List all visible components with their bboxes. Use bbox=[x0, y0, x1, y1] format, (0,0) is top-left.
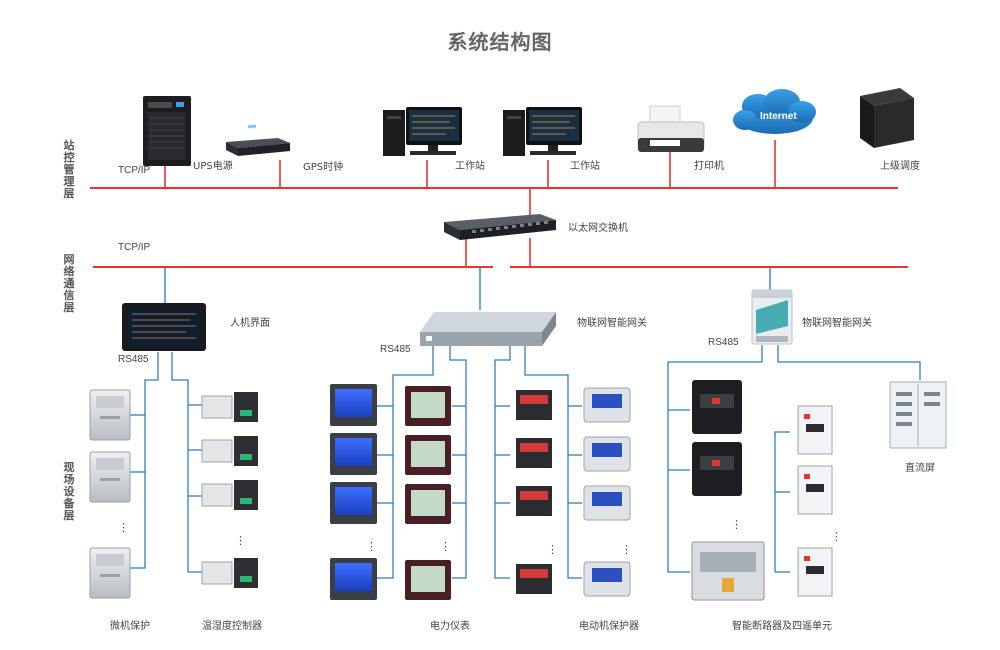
power-meters-dark bbox=[405, 386, 451, 600]
printer-icon bbox=[637, 105, 705, 152]
protocol-tcp-mid: TCP/IP bbox=[118, 242, 151, 253]
humidity-controllers bbox=[201, 392, 258, 588]
label-humidity-controller: 温湿度控制器 bbox=[202, 621, 262, 632]
motor-protectors-blue bbox=[583, 387, 631, 597]
ellipsis-breaker-air: ⋮ bbox=[731, 518, 742, 531]
ellipsis-motor-red: ⋮ bbox=[547, 543, 558, 556]
label-hmi: 人机界面 bbox=[230, 318, 270, 329]
label-breaker: 智能断路器及四遥单元 bbox=[732, 621, 832, 632]
protocol-tcp-top: TCP/IP bbox=[118, 165, 151, 176]
field-links bbox=[130, 343, 921, 579]
workstation-1-icon bbox=[383, 107, 462, 156]
label-gps: GPS时钟 bbox=[303, 162, 344, 173]
label-printer: 打印机 bbox=[694, 161, 724, 172]
layer-label-network: 网络通信层 bbox=[63, 253, 75, 314]
gateway-center-icon bbox=[420, 312, 556, 346]
ellipsis-breaker-molded: ⋮ bbox=[831, 530, 842, 543]
label-ups: UPS电源 bbox=[193, 161, 233, 172]
ethernet-switch-icon bbox=[444, 214, 556, 240]
ellipsis-meter-blue: ⋮ bbox=[366, 540, 377, 553]
label-internet: Internet bbox=[760, 111, 797, 122]
ellipsis-motor-blue: ⋮ bbox=[621, 543, 632, 556]
label-dc-screen: 直流屏 bbox=[905, 463, 935, 474]
dispatch-server-icon bbox=[860, 88, 914, 148]
dc-screen-cabinet-icon bbox=[889, 381, 947, 449]
gps-clock-icon bbox=[226, 124, 290, 156]
ups-server-icon bbox=[143, 96, 191, 166]
label-gateway-center: 物联网智能网关 bbox=[577, 318, 647, 329]
hmi-panel-icon bbox=[122, 303, 206, 351]
gateway-right-icon bbox=[751, 289, 793, 345]
layer-label-field: 现场设备层 bbox=[63, 461, 75, 522]
molded-breakers bbox=[797, 405, 833, 597]
label-dispatch: 上级调度 bbox=[880, 161, 920, 172]
ellipsis-meter-dark: ⋮ bbox=[440, 540, 451, 553]
protocol-rs485-center: RS485 bbox=[380, 344, 411, 355]
micro-protection-devices bbox=[89, 389, 131, 599]
motor-protectors-red bbox=[516, 390, 552, 594]
label-motor-protector: 电动机保护器 bbox=[579, 621, 639, 632]
network-links bbox=[164, 267, 771, 310]
internet-cloud-icon bbox=[733, 89, 816, 134]
page-title: 系统结构图 bbox=[447, 30, 553, 54]
label-power-meter: 电力仪表 bbox=[430, 621, 470, 632]
label-micro-protection: 微机保护 bbox=[110, 621, 150, 632]
layer-label-station: 站控管理层 bbox=[63, 139, 75, 200]
ellipsis-humidity: ⋮ bbox=[235, 534, 246, 547]
protocol-rs485-right: RS485 bbox=[708, 337, 739, 348]
air-breakers bbox=[691, 380, 765, 601]
label-gateway-right: 物联网智能网关 bbox=[802, 318, 872, 329]
workstation-2-icon bbox=[503, 107, 582, 156]
label-switch: 以太网交换机 bbox=[568, 223, 628, 234]
ellipsis-micro-protection: ⋮ bbox=[118, 521, 129, 534]
protocol-rs485-left: RS485 bbox=[118, 354, 149, 365]
label-workstation-2: 工作站 bbox=[570, 161, 600, 172]
power-meters-blue bbox=[330, 384, 377, 600]
label-workstation-1: 工作站 bbox=[455, 161, 485, 172]
